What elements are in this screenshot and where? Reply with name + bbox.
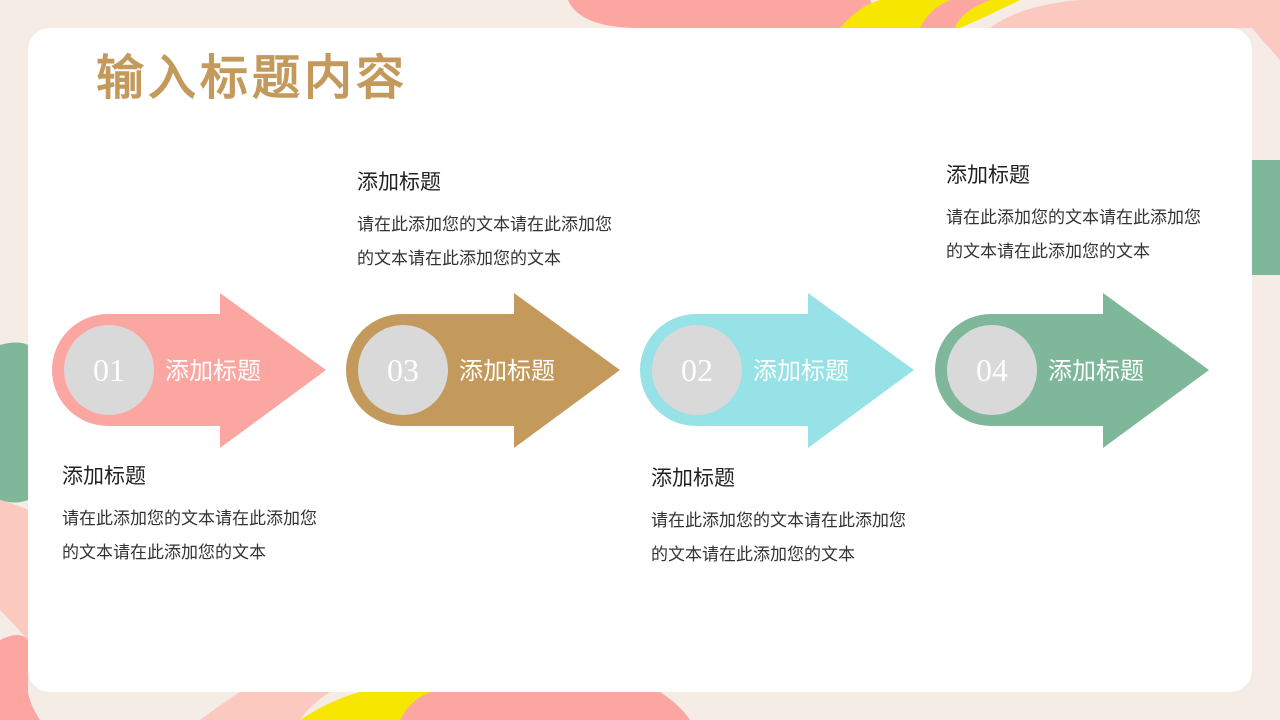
step-number: 02	[681, 352, 713, 388]
step-number: 04	[976, 352, 1008, 388]
text-line: 的文本请在此添加您的文本	[946, 242, 1150, 262]
text-block-1: 添加标题 请在此添加您的文本请在此添加您 的文本请在此添加您的文本	[62, 460, 362, 570]
step-arrow-4: 04 添加标题	[935, 293, 1225, 453]
arrow-shape	[640, 293, 914, 448]
arrow-shape	[935, 293, 1209, 448]
text-block-2: 添加标题 请在此添加您的文本请在此添加您 的文本请在此添加您的文本	[357, 166, 657, 276]
text-heading: 添加标题	[946, 163, 1030, 187]
step-label: 添加标题	[459, 357, 555, 385]
step-label: 添加标题	[165, 357, 261, 385]
step-label: 添加标题	[1048, 357, 1144, 385]
text-heading: 添加标题	[357, 170, 441, 194]
text-line: 请在此添加您的文本请在此添加您	[651, 511, 906, 531]
step-arrow-3: 02 添加标题	[640, 293, 930, 453]
step-number: 01	[93, 352, 125, 388]
slide-title: 输入标题内容	[96, 50, 409, 106]
step-number: 03	[387, 352, 419, 388]
arrow-shape	[52, 293, 326, 448]
text-line: 的文本请在此添加您的文本	[357, 249, 561, 269]
text-line: 请在此添加您的文本请在此添加您	[62, 509, 317, 529]
text-line: 的文本请在此添加您的文本	[62, 543, 266, 563]
text-heading: 添加标题	[651, 466, 735, 490]
text-heading: 添加标题	[62, 464, 146, 488]
text-block-3: 添加标题 请在此添加您的文本请在此添加您 的文本请在此添加您的文本	[651, 462, 951, 572]
text-block-4: 添加标题 请在此添加您的文本请在此添加您 的文本请在此添加您的文本	[946, 159, 1246, 269]
step-arrow-2: 03 添加标题	[346, 293, 636, 453]
text-line: 请在此添加您的文本请在此添加您	[357, 215, 612, 235]
step-arrow-1: 01 添加标题	[52, 293, 342, 453]
step-label: 添加标题	[753, 357, 849, 385]
text-line: 的文本请在此添加您的文本	[651, 545, 855, 565]
arrow-shape	[346, 293, 620, 448]
text-line: 请在此添加您的文本请在此添加您	[946, 208, 1201, 228]
